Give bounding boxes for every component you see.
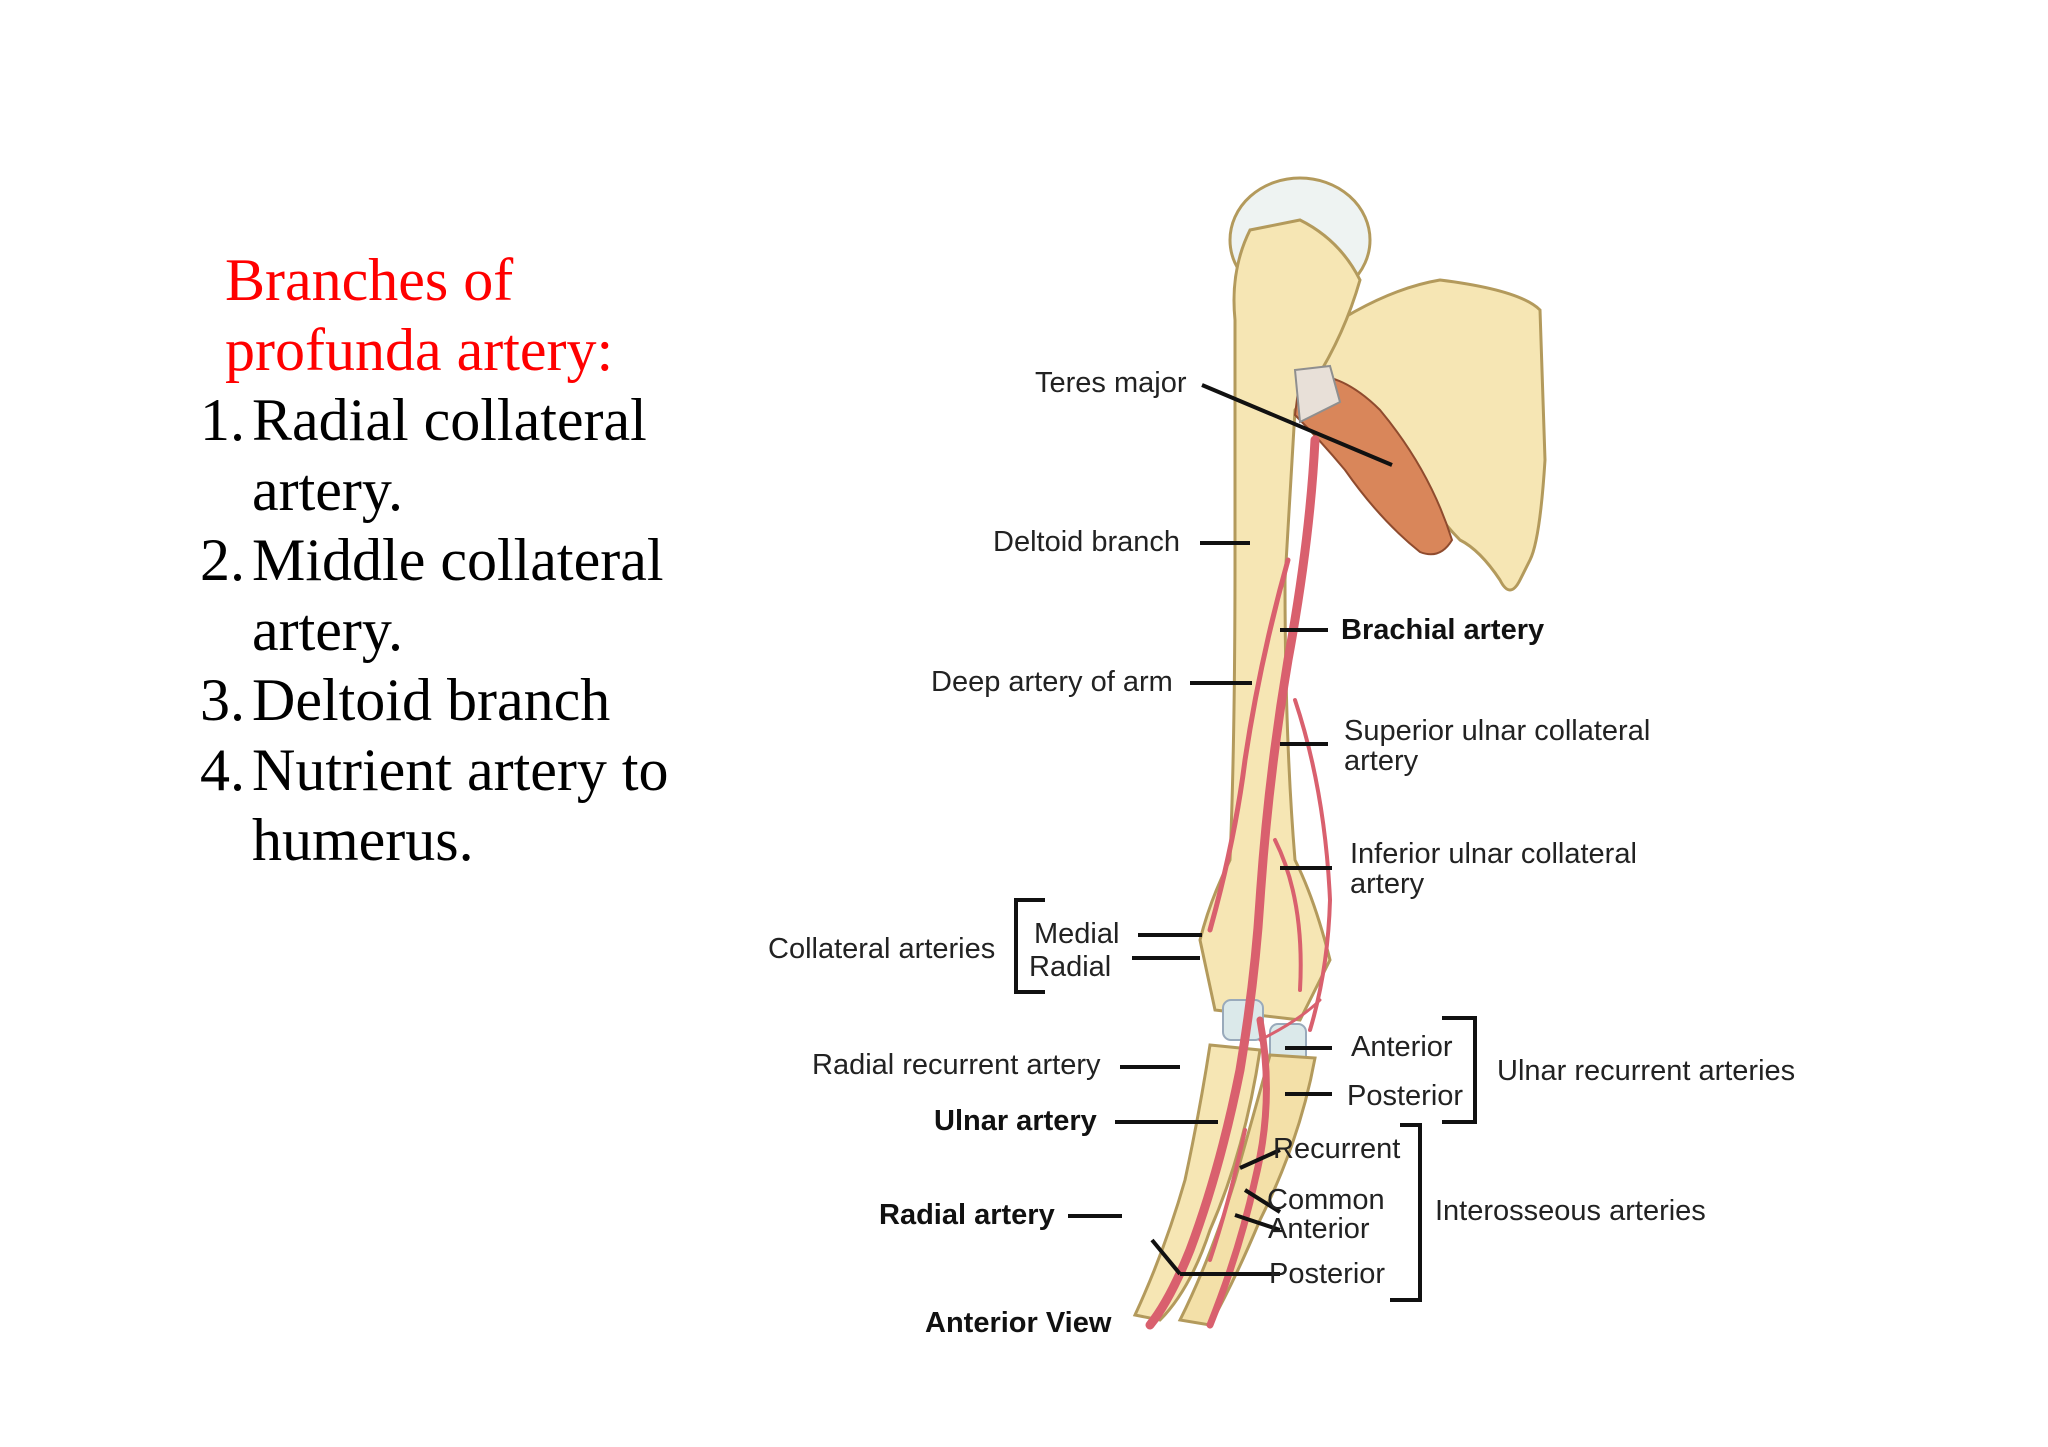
teres-major-tendon xyxy=(1293,364,1342,424)
interosseous-bracket xyxy=(1390,1123,1422,1302)
label-medial: Medial xyxy=(1034,918,1119,950)
list-text: Deltoid branch xyxy=(252,665,720,735)
label-anterior: Anterior xyxy=(1351,1031,1453,1063)
label-inferior-ulnar-collateral-1: Inferior ulnar collateral xyxy=(1350,838,1637,870)
label-interosseous-arteries: Interosseous arteries xyxy=(1435,1195,1706,1227)
label-anterior-view: Anterior View xyxy=(925,1307,1112,1339)
label-ulnar-recurrent-arteries: Ulnar recurrent arteries xyxy=(1497,1055,1795,1087)
list-text: Middle collateral artery. xyxy=(252,525,720,665)
label-posterior-2: Posterior xyxy=(1269,1258,1385,1290)
heading-line-1: Branches of xyxy=(225,247,514,313)
label-collateral-arteries: Collateral arteries xyxy=(768,933,995,965)
superior-ulnar-collateral-vessel xyxy=(1293,698,1333,1032)
list-text: Nutrient artery to humerus. xyxy=(252,735,720,875)
leader-lines xyxy=(1068,383,1393,1276)
deep-artery-of-arm-vessel xyxy=(1207,557,1291,933)
label-deltoid-branch: Deltoid branch xyxy=(993,526,1180,558)
interosseous-vessel xyxy=(1208,1128,1247,1262)
label-brachial-artery: Brachial artery xyxy=(1341,614,1544,646)
text-panel: Branches of profunda artery: 1. Radial c… xyxy=(200,245,720,875)
list-text-line: Nutrient artery to xyxy=(252,737,669,803)
recurrent-vessel xyxy=(1258,998,1322,1042)
leader-recurrent xyxy=(1239,1148,1281,1170)
list-text-line: artery. xyxy=(252,457,403,523)
heading-line-2: profunda artery: xyxy=(225,317,614,383)
arteries xyxy=(1145,435,1333,1330)
label-radial: Radial xyxy=(1029,951,1111,983)
ulnar-recurrent-bracket xyxy=(1442,1016,1477,1124)
list-number: 1. xyxy=(200,387,245,453)
brackets xyxy=(1014,898,1477,1302)
label-deep-artery-of-arm: Deep artery of arm xyxy=(931,666,1173,698)
labels: Teres major Deltoid branch Brachial arte… xyxy=(768,367,1795,1339)
list-item-1: 1. Radial collateral artery. xyxy=(200,385,720,525)
label-common: Common xyxy=(1267,1184,1385,1216)
list-item-2: 2. Middle collateral artery. xyxy=(200,525,720,665)
leader-posterior-2-diag xyxy=(1150,1238,1182,1276)
leader-teres-major xyxy=(1201,383,1393,467)
list-text-line: Middle collateral xyxy=(252,527,664,593)
label-radial-recurrent-artery: Radial recurrent artery xyxy=(812,1049,1101,1081)
label-superior-ulnar-collateral-2: artery xyxy=(1344,745,1419,777)
label-teres-major: Teres major xyxy=(1035,367,1187,399)
diagram-canvas: Teres major Deltoid branch Brachial arte… xyxy=(768,176,1795,1339)
label-anterior-2: Anterior xyxy=(1268,1213,1370,1245)
list-text-line: artery. xyxy=(252,597,403,663)
label-recurrent: Recurrent xyxy=(1273,1133,1400,1165)
arm-illustration xyxy=(1132,176,1547,1330)
list-text-line: Deltoid branch xyxy=(252,667,611,733)
list-item-4: 4. Nutrient artery to humerus. xyxy=(200,735,720,875)
leader-common xyxy=(1243,1188,1282,1214)
axillary-brachial-artery xyxy=(1145,435,1320,1330)
list-number: 3. xyxy=(200,667,245,733)
inferior-ulnar-collateral-vessel xyxy=(1273,838,1303,992)
list-number: 4. xyxy=(200,737,245,803)
arm-arteries-diagram: Teres major Deltoid branch Brachial arte… xyxy=(740,140,1820,1370)
teres-major-muscle xyxy=(1293,373,1454,556)
list-text-line: humerus. xyxy=(252,807,474,873)
label-inferior-ulnar-collateral-2: artery xyxy=(1350,868,1425,900)
list-number: 2. xyxy=(200,527,245,593)
ulnar-artery-vessel xyxy=(1206,1016,1270,1329)
label-radial-artery: Radial artery xyxy=(879,1199,1055,1231)
label-ulnar-artery: Ulnar artery xyxy=(934,1105,1097,1137)
list-text-line: Radial collateral xyxy=(252,387,647,453)
leader-anterior-2 xyxy=(1234,1213,1281,1232)
humerus xyxy=(1198,218,1362,1022)
label-superior-ulnar-collateral-1: Superior ulnar collateral xyxy=(1344,715,1650,747)
label-posterior: Posterior xyxy=(1347,1080,1463,1112)
list-text: Radial collateral artery. xyxy=(252,385,720,525)
collateral-arteries-bracket xyxy=(1014,898,1045,994)
list-item-3: 3. Deltoid branch xyxy=(200,665,720,735)
